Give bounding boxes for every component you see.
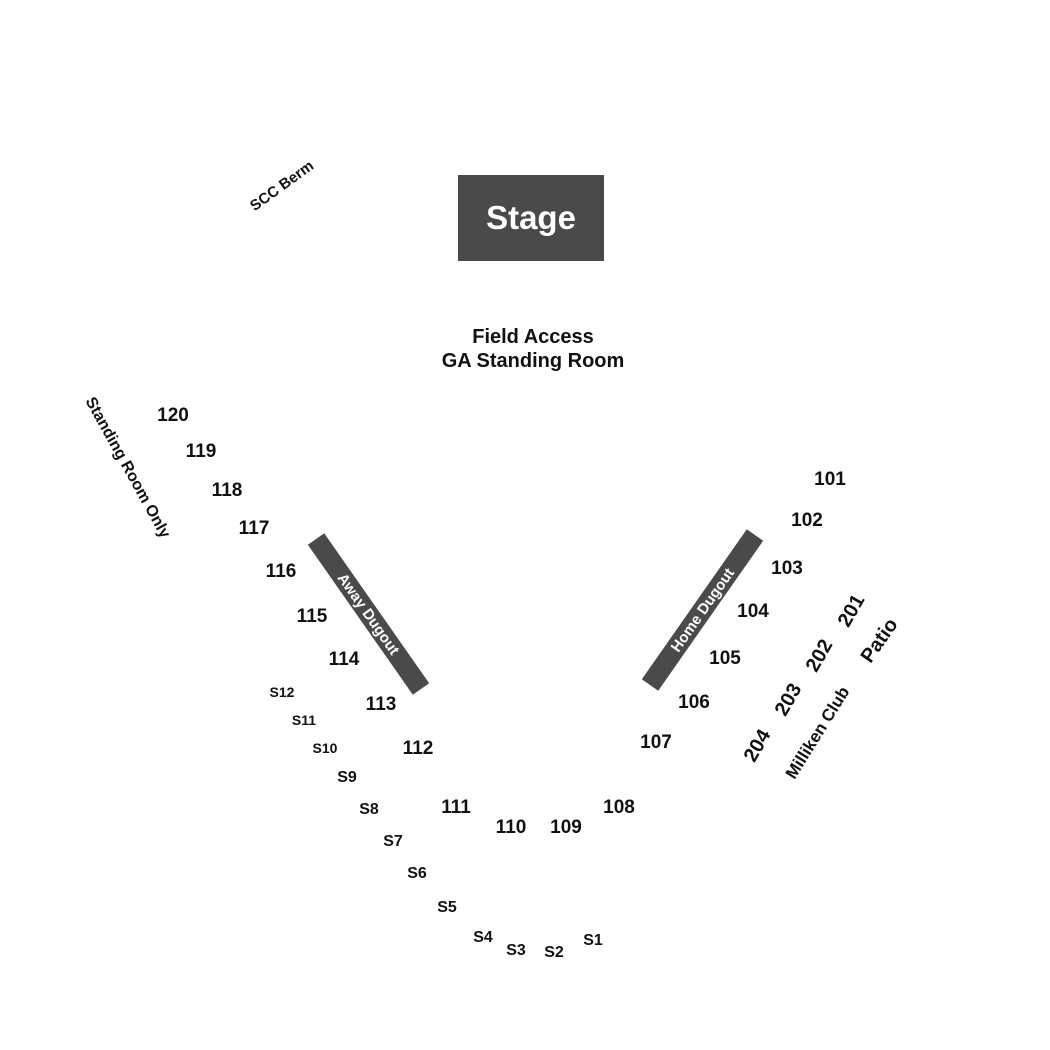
scc-berm-area[interactable]: SCC Berm [246, 157, 318, 215]
section-204[interactable]: 204 [739, 725, 776, 766]
section-107[interactable]: 107 [640, 732, 672, 753]
section-202[interactable]: 202 [801, 635, 838, 676]
section-119[interactable]: 119 [185, 441, 217, 462]
section-101[interactable]: 101 [814, 469, 846, 490]
suite-s12[interactable]: S12 [269, 684, 295, 700]
home-dugout-label: Home Dugout [667, 564, 738, 656]
suite-s6[interactable]: S6 [407, 865, 427, 882]
section-116[interactable]: 116 [265, 561, 297, 582]
section-106[interactable]: 106 [678, 692, 710, 713]
suite-s8[interactable]: S8 [359, 801, 379, 818]
section-103[interactable]: 103 [771, 558, 803, 579]
section-118[interactable]: 118 [211, 480, 243, 501]
suite-s3[interactable]: S3 [506, 942, 526, 959]
section-111[interactable]: 111 [441, 797, 471, 818]
section-110[interactable]: 110 [495, 817, 527, 838]
section-120[interactable]: 120 [157, 405, 189, 426]
suite-s2[interactable]: S2 [544, 944, 564, 961]
ga-standing-room-label: GA Standing Room [441, 350, 625, 372]
suite-s4[interactable]: S4 [473, 929, 493, 946]
suite-s1[interactable]: S1 [583, 932, 603, 949]
section-115[interactable]: 115 [296, 606, 328, 627]
stage[interactable]: Stage [458, 175, 604, 261]
section-109[interactable]: 109 [550, 817, 582, 838]
section-203[interactable]: 203 [770, 679, 807, 720]
suite-s5[interactable]: S5 [437, 899, 457, 916]
section-108[interactable]: 108 [603, 797, 635, 818]
stage-label: Stage [486, 199, 576, 236]
section-105[interactable]: 105 [709, 648, 741, 669]
field-access-area[interactable]: Field Access GA Standing Room [442, 325, 625, 373]
section-117[interactable]: 117 [238, 518, 270, 539]
section-201[interactable]: 201 [833, 590, 870, 631]
suite-s7[interactable]: S7 [383, 833, 403, 850]
section-112[interactable]: 112 [402, 738, 434, 759]
suite-s11[interactable]: S11 [291, 712, 317, 728]
away-dugout-label: Away Dugout [334, 569, 403, 659]
suite-s9[interactable]: S9 [337, 769, 357, 786]
section-102[interactable]: 102 [791, 510, 823, 531]
suite-s10[interactable]: S10 [312, 740, 338, 756]
section-113[interactable]: 113 [365, 694, 397, 715]
field-access-label: Field Access [472, 326, 594, 348]
patio-area[interactable]: Patio [856, 614, 903, 668]
section-114[interactable]: 114 [328, 649, 360, 670]
section-104[interactable]: 104 [737, 601, 769, 622]
